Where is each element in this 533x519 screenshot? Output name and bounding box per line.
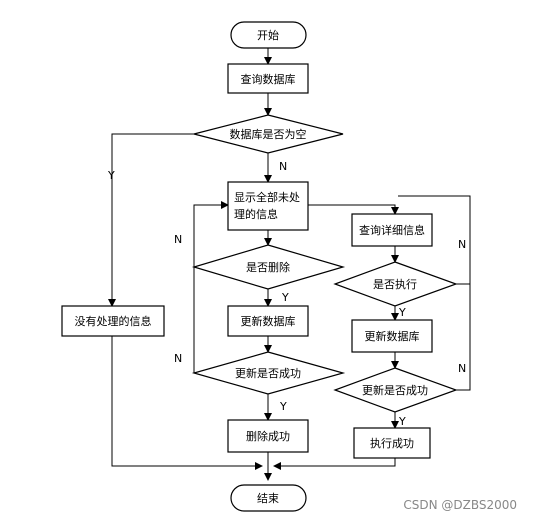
update-db-right-label: 更新数据库 bbox=[365, 329, 420, 343]
show-all-label-line1: 显示全部未处 bbox=[234, 190, 300, 204]
end-node: 结束 bbox=[230, 484, 307, 512]
execute-decision: 是否执行 bbox=[333, 261, 458, 307]
edge-updateright-no bbox=[456, 284, 471, 391]
delete-ok-label: 删除成功 bbox=[246, 429, 290, 443]
edge-noinfo-end bbox=[111, 336, 263, 470]
edge-execute-no bbox=[398, 195, 471, 285]
query-db-node: 查询数据库 bbox=[227, 63, 309, 94]
label-delete-no: N bbox=[174, 233, 182, 246]
label-db-empty-no: N bbox=[279, 160, 287, 173]
start-node: 开始 bbox=[230, 21, 307, 49]
update-db-right-node: 更新数据库 bbox=[351, 319, 433, 353]
execute-ok-node: 执行成功 bbox=[353, 427, 431, 459]
start-label: 开始 bbox=[257, 28, 279, 42]
label-execute-yes: Y bbox=[398, 306, 406, 319]
update-ok-right-label: 更新是否成功 bbox=[362, 383, 428, 397]
edges bbox=[108, 48, 471, 481]
label-update-left-yes: Y bbox=[279, 400, 287, 413]
update-ok-right-decision: 更新是否成功 bbox=[333, 367, 458, 413]
update-db-left-node: 更新数据库 bbox=[227, 305, 309, 337]
edge-delete-no bbox=[193, 201, 229, 267]
edge-labels: Y N N Y N Y N Y N Y bbox=[107, 160, 466, 428]
db-empty-decision: 数据库是否为空 bbox=[193, 114, 344, 154]
delete-label: 是否删除 bbox=[246, 260, 290, 274]
query-detail-label: 查询详细信息 bbox=[359, 223, 425, 237]
watermark: CSDN @DZBS2000 bbox=[403, 498, 517, 512]
label-delete-yes: Y bbox=[281, 291, 289, 304]
query-db-label: 查询数据库 bbox=[241, 72, 296, 86]
end-label: 结束 bbox=[257, 492, 279, 505]
update-db-left-label: 更新数据库 bbox=[241, 314, 296, 328]
update-ok-left-decision: 更新是否成功 bbox=[191, 351, 346, 395]
show-all-label-line2: 理的信息 bbox=[234, 207, 278, 221]
delete-decision: 是否删除 bbox=[191, 244, 346, 290]
update-ok-left-label: 更新是否成功 bbox=[235, 366, 301, 380]
execute-label: 是否执行 bbox=[373, 277, 417, 291]
edge-show-querydetail bbox=[308, 204, 399, 215]
label-execute-no: N bbox=[458, 238, 466, 251]
no-info-label: 没有处理的信息 bbox=[75, 314, 152, 328]
no-info-node: 没有处理的信息 bbox=[61, 305, 165, 337]
execute-ok-label: 执行成功 bbox=[370, 436, 414, 450]
label-db-empty-yes: Y bbox=[107, 169, 115, 182]
label-update-right-yes: Y bbox=[398, 415, 406, 428]
db-empty-label: 数据库是否为空 bbox=[230, 127, 307, 141]
edge-dbempty-yes bbox=[108, 133, 194, 307]
label-update-right-no: N bbox=[458, 362, 466, 375]
show-all-node: 显示全部未处 理的信息 bbox=[227, 181, 309, 231]
delete-ok-node: 删除成功 bbox=[227, 419, 309, 453]
edge-executeok-end bbox=[273, 458, 396, 470]
label-update-left-no: N bbox=[174, 352, 182, 365]
query-detail-node: 查询详细信息 bbox=[351, 213, 433, 247]
